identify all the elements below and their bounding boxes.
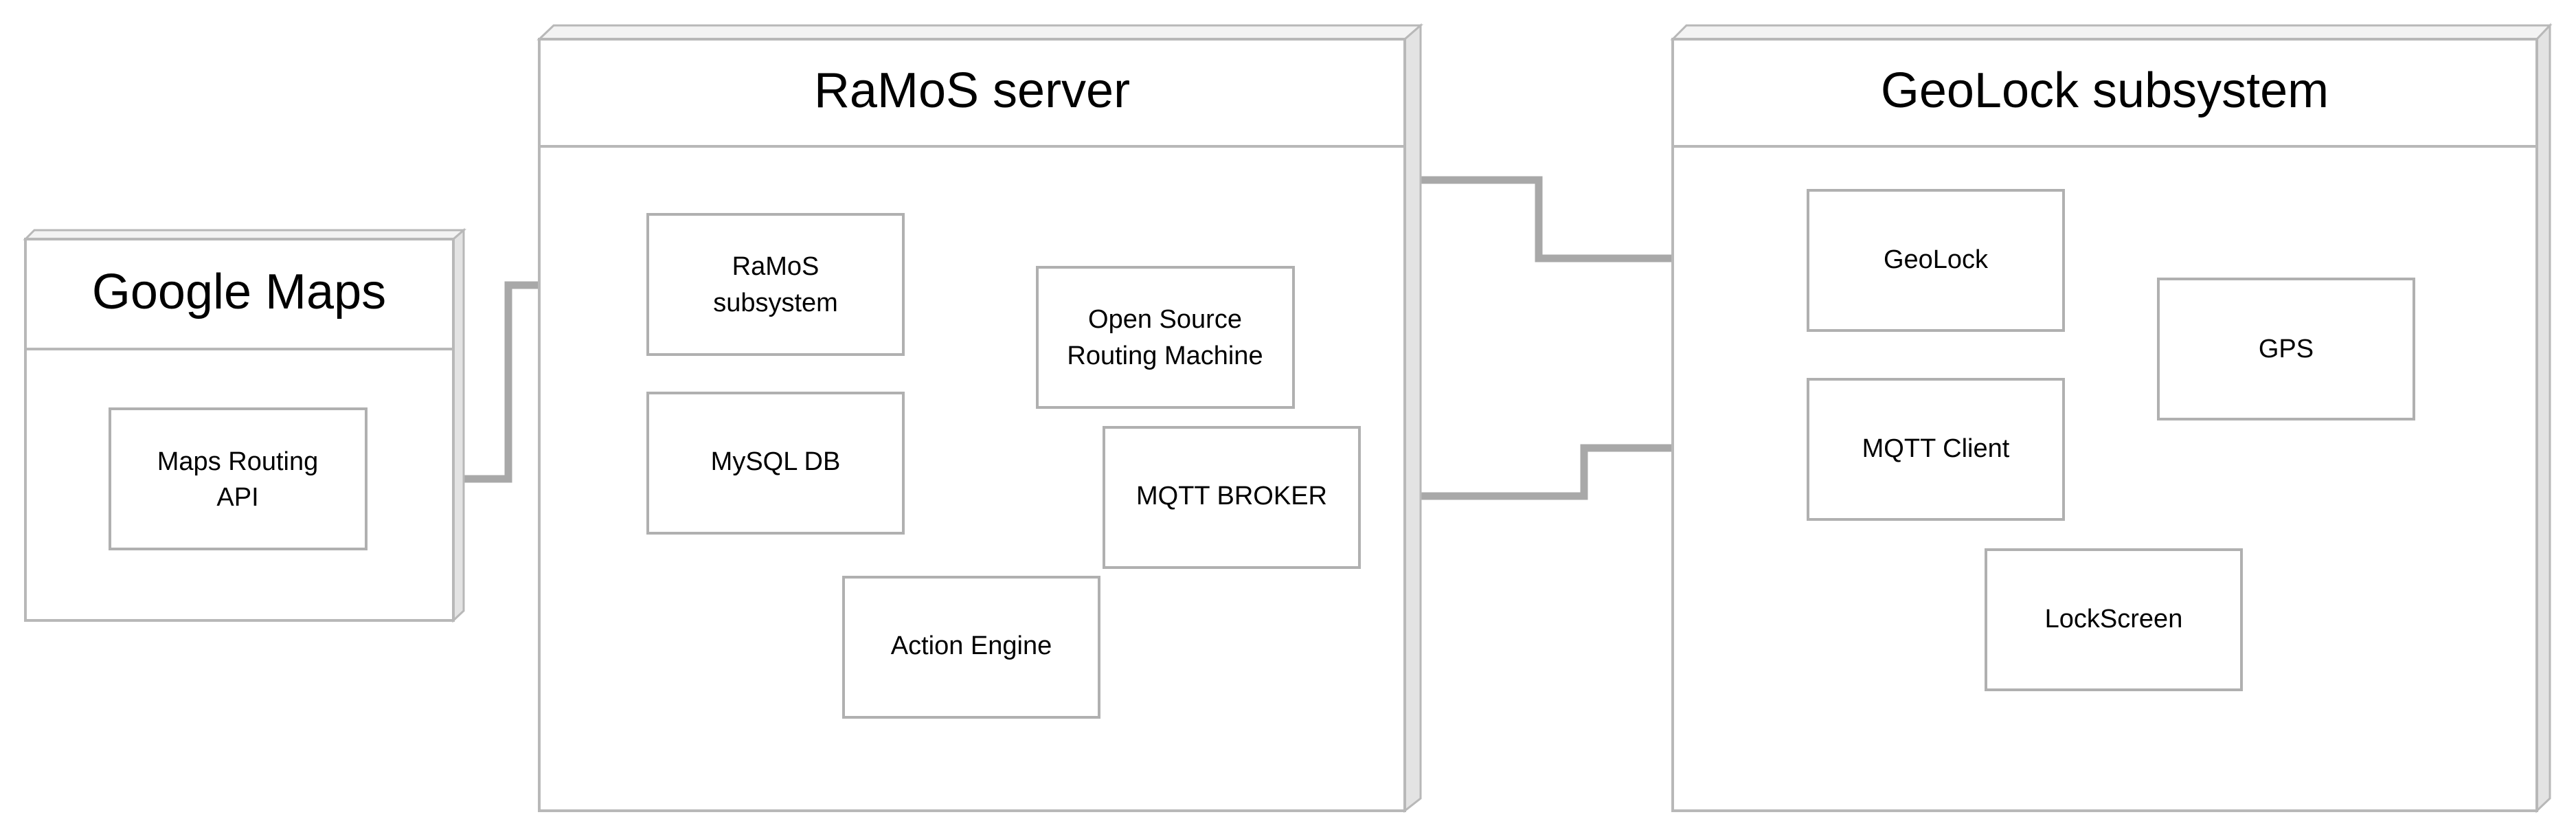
component-box [646,213,905,356]
component-box [2157,278,2415,420]
component-action-engine: Action Engine [842,576,1100,719]
node-top-face [1670,24,2553,41]
component-label-line-2: Routing Machine [1067,341,1263,370]
component-box [1103,426,1361,569]
node-title: GeoLock subsystem [1881,63,2329,118]
node-top-face [536,24,1424,41]
component-label-line-1: Open Source [1088,305,1242,334]
node-side-face [452,227,465,623]
component-box [842,576,1100,719]
component-mqtt-client: MQTT Client [1807,378,2065,521]
component-mqtt-broker: MQTT BROKER [1103,426,1361,569]
component-label-line-1: MySQL DB [711,447,841,476]
node-side-face [2535,23,2551,814]
component-box [1807,378,2065,521]
node-front-face [1671,38,2538,812]
node-title: Google Maps [92,265,386,319]
component-gps: GPS [2157,278,2415,420]
component-label-line-1: GPS [2259,335,2314,363]
node-google-maps: Google Maps [23,227,467,623]
node-side-face [1403,23,1422,814]
component-label-line-1: MQTT Client [1862,434,2010,463]
node-title: RaMoS server [814,63,1130,118]
component-label-line-1: RaMoS [732,252,820,281]
component-label-line-2: subsystem [713,289,838,317]
node-geolock-subsystem: GeoLock subsystem [1670,23,2553,814]
component-mysql-db: MySQL DB [646,392,905,535]
component-label-line-2: API [216,483,258,512]
component-box [1985,548,2243,691]
component-label-line-1: Maps Routing [157,447,318,476]
component-maps-routing-api: Maps Routing API [109,407,368,550]
component-label-line-1: GeoLock [1884,245,1989,274]
component-geolock: GeoLock [1807,189,2065,332]
component-open-source-routing-machine: Open Source Routing Machine [1036,266,1295,409]
component-label-line-1: LockScreen [2045,605,2183,633]
component-label-line-1: Action Engine [891,631,1052,660]
component-lockscreen: LockScreen [1985,548,2243,691]
component-box [646,392,905,535]
component-ramos-subsystem: RaMoS subsystem [646,213,905,356]
component-box [109,407,368,550]
component-label-line-1: MQTT BROKER [1136,482,1327,511]
component-box [1807,189,2065,332]
component-box [1036,266,1295,409]
